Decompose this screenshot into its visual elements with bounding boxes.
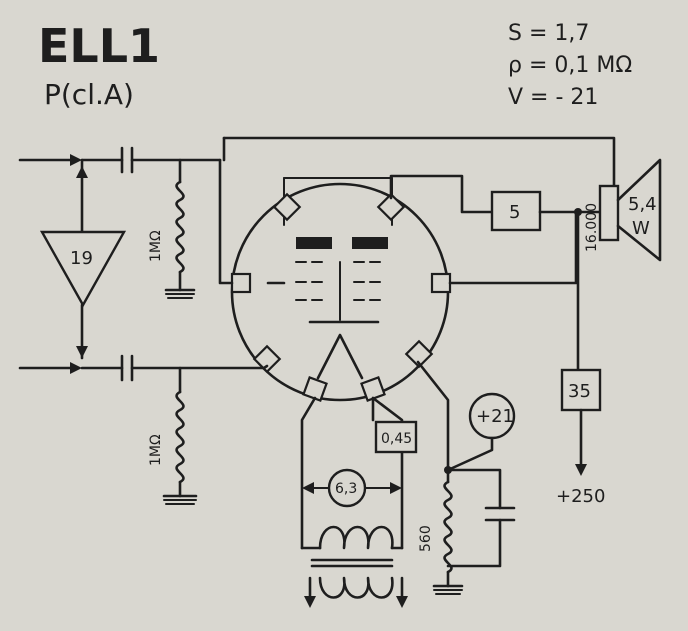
resistor-top: 1MΩ <box>148 180 196 299</box>
res-bottom-label: 1MΩ <box>148 434 164 466</box>
param-v: V = - 21 <box>508 85 598 110</box>
output-impedance-label: 16.000 <box>584 203 600 252</box>
supply-branch: 35 +250 <box>556 210 605 507</box>
speaker-unit: W <box>632 218 650 239</box>
amplifier: 19 <box>39 158 127 360</box>
cathode-resistor-label: 560 <box>418 525 434 552</box>
res-top-label: 1MΩ <box>148 230 164 262</box>
tube-title: ELL1 <box>38 19 160 73</box>
speaker-label: 5,4 <box>628 194 657 215</box>
amp-gain-label: 19 <box>70 248 93 269</box>
tube-wiring <box>218 136 616 550</box>
box-35-label: 35 <box>568 381 591 402</box>
heater-voltage-label: 6,3 <box>335 481 357 497</box>
cathode-voltage-label: +21 <box>476 406 514 427</box>
input-top <box>18 146 222 184</box>
heater-transformer <box>300 525 408 608</box>
param-rho: ρ = 0,1 MΩ <box>508 53 632 78</box>
heater-current: 0,45 <box>374 420 418 454</box>
resistor-bottom: 1MΩ <box>148 390 198 505</box>
cathode-voltage: +21 <box>444 392 516 474</box>
cathode-network: 560 <box>418 468 516 595</box>
supply-label: +250 <box>556 486 605 507</box>
heater-voltage: 6,3 <box>302 468 402 508</box>
input-bottom <box>18 354 266 394</box>
tube-pins <box>230 192 452 402</box>
tube-subtitle: P(cl.A) <box>44 78 134 111</box>
param-s: S = 1,7 <box>508 21 589 46</box>
output-stage: 5 5,4 W 16.000 <box>490 158 662 262</box>
heater-current-label: 0,45 <box>381 431 412 447</box>
box-5-label: 5 <box>509 202 520 223</box>
